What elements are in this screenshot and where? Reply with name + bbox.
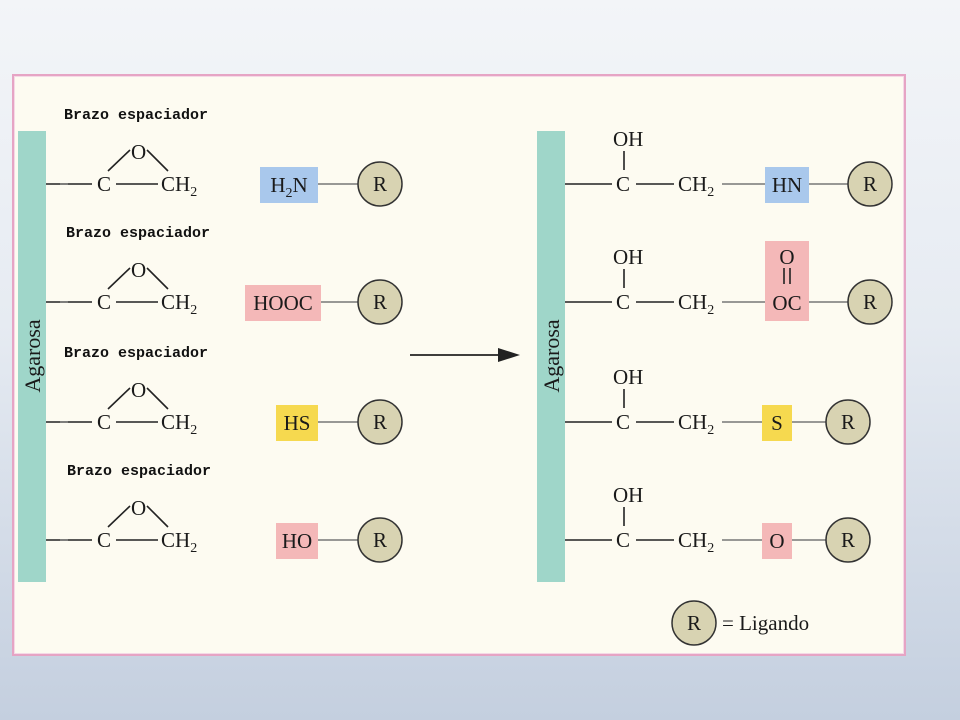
functional-group-box — [765, 167, 809, 203]
ligand-circle — [357, 279, 403, 325]
functional-group-label: HOOC — [253, 291, 313, 315]
product-carbon: C — [616, 290, 630, 314]
agarose-label-right: Agarosa — [539, 319, 564, 393]
epoxide-ch2: CH2 — [161, 172, 197, 200]
epoxide-carbon: C — [97, 172, 111, 196]
ligand-symbol: R — [841, 410, 855, 434]
legend-symbol: R — [687, 611, 701, 635]
functional-group-label: OC — [772, 291, 801, 315]
diagram-frame — [12, 74, 906, 656]
reaction-arrow — [410, 348, 520, 362]
ligand-circle — [825, 517, 871, 563]
epoxide-ch2: CH2 — [161, 290, 197, 318]
epoxide-carbon: C — [97, 410, 111, 434]
bond — [107, 267, 131, 290]
functional-group-box — [276, 405, 318, 441]
functional-group-box — [276, 523, 318, 559]
hydroxyl-label: OH — [613, 365, 643, 389]
bond — [146, 387, 169, 410]
product-carbon: C — [616, 410, 630, 434]
agarose-bar-right — [537, 131, 565, 582]
ligand-circle — [357, 517, 403, 563]
product-ch2: CH2 — [678, 172, 714, 200]
bond — [107, 149, 131, 172]
ligand-circle — [825, 399, 871, 445]
product-carbon: C — [616, 172, 630, 196]
right-product-row: C OH CH2 OC O R — [565, 241, 893, 325]
product-ch2: CH2 — [678, 290, 714, 318]
epoxide-carbon: C — [97, 290, 111, 314]
ligand-circle — [847, 161, 893, 207]
epoxide-carbon: C — [97, 528, 111, 552]
functional-group-label: S — [771, 411, 783, 435]
functional-group-label: HS — [284, 411, 311, 435]
spacer-arm-caption: Brazo espaciador — [67, 463, 211, 480]
spacer-arm-caption: Brazo espaciador — [64, 345, 208, 362]
ligand-symbol: R — [373, 410, 387, 434]
hydroxyl-label: OH — [613, 483, 643, 507]
functional-group-label: O — [769, 529, 784, 553]
functional-group-box — [260, 167, 318, 203]
product-ch2: CH2 — [678, 410, 714, 438]
functional-group-label: HN — [772, 173, 802, 197]
functional-group-box — [765, 241, 809, 321]
agarose-label-left: Agarosa — [20, 319, 45, 393]
spacer-arm-caption: Brazo espaciador — [66, 225, 210, 242]
bond — [107, 387, 131, 410]
hydroxyl-label: OH — [613, 127, 643, 151]
functional-group-label: H2N — [270, 173, 307, 201]
right-product-row: C OH CH2 S R — [565, 365, 871, 445]
spacer-arm-caption: Brazo espaciador — [64, 107, 208, 124]
bond — [146, 267, 169, 290]
right-product-row: C OH CH2 O R — [565, 483, 871, 563]
functional-group-box — [245, 285, 321, 321]
bond — [146, 149, 169, 172]
legend-ligand-circle — [671, 600, 717, 646]
ligand-circle — [357, 161, 403, 207]
ligand-symbol: R — [863, 290, 877, 314]
hydroxyl-label: OH — [613, 245, 643, 269]
legend-text: = Ligando — [722, 611, 809, 635]
product-carbon: C — [616, 528, 630, 552]
ligand-symbol: R — [373, 528, 387, 552]
ligand-symbol: R — [373, 172, 387, 196]
ligand-circle — [357, 399, 403, 445]
epoxide-oxygen: O — [131, 258, 146, 282]
functional-group-label: HO — [282, 529, 312, 553]
epoxide-oxygen: O — [131, 140, 146, 164]
ligand-circle — [847, 279, 893, 325]
ligand-symbol: R — [841, 528, 855, 552]
ligand-symbol: R — [373, 290, 387, 314]
functional-group-box — [762, 523, 792, 559]
functional-group-box — [762, 405, 792, 441]
bond — [146, 505, 169, 528]
product-ch2: CH2 — [678, 528, 714, 556]
epoxide-oxygen: O — [131, 496, 146, 520]
legend: R = Ligando — [671, 600, 809, 646]
agarose-bar-left — [18, 131, 46, 582]
epoxide-ch2: CH2 — [161, 410, 197, 438]
epoxide-oxygen: O — [131, 378, 146, 402]
right-product-row: C OH CH2 HN R — [565, 127, 893, 207]
carbonyl-oxygen: O — [779, 245, 794, 269]
epoxide-ch2: CH2 — [161, 528, 197, 556]
ligand-symbol: R — [863, 172, 877, 196]
bond — [107, 505, 131, 528]
